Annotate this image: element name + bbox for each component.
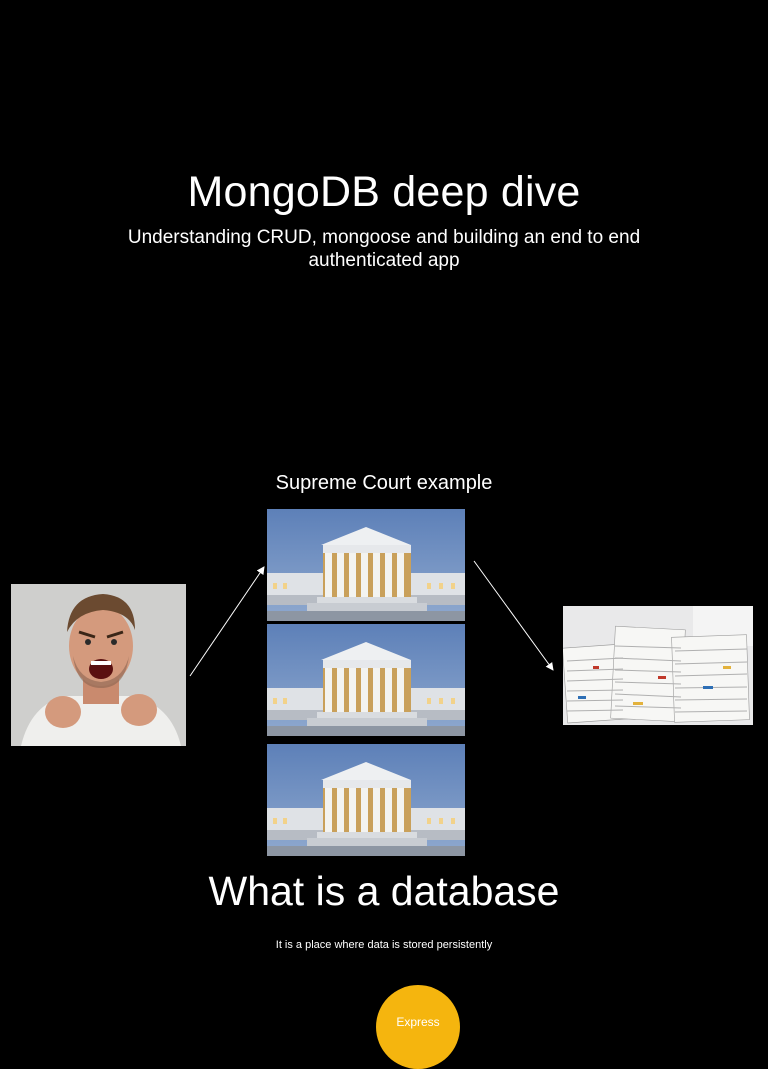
section-title: Supreme Court example (275, 472, 493, 494)
supreme-court-image (267, 509, 465, 621)
supreme-court-image (267, 624, 465, 736)
database-caption: It is a place where data is stored persi… (275, 939, 493, 951)
paper-files-image (563, 606, 753, 725)
slide-title: MongoDB deep dive (187, 168, 581, 216)
database-heading: What is a database (208, 868, 560, 914)
angry-person-image (11, 584, 186, 746)
arrow-person-to-court (189, 566, 265, 677)
express-badge: Express (376, 985, 460, 1069)
supreme-court-image (267, 744, 465, 856)
arrow-court-to-papers (473, 560, 554, 671)
slide-subtitle: Understanding CRUD, mongoose and buildin… (127, 227, 641, 271)
